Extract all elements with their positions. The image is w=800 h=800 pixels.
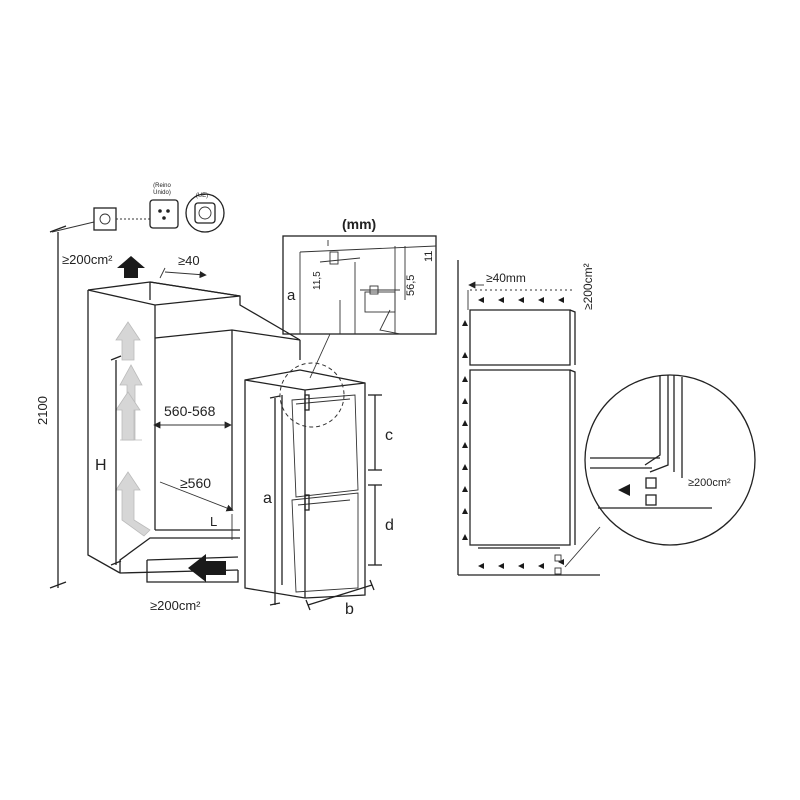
side-vent-label: ≥200cm² xyxy=(581,263,595,310)
lower-door-label: d xyxy=(385,517,394,534)
vent-top-arrow xyxy=(117,256,145,278)
door-width-label: b xyxy=(345,601,354,618)
airflow-arrows-bottom xyxy=(478,559,564,569)
socket-uk-icon: (Reino Unido) xyxy=(149,183,179,229)
side-section-view: ≥40mm ≥200cm² xyxy=(457,260,601,576)
airflow-arrows-side xyxy=(462,320,468,540)
dim-2100-label: 2100 xyxy=(35,396,50,425)
hinge-detail: (mm) a 11,5 56,5 11 xyxy=(282,216,437,379)
socket-eu-icon: (UE) xyxy=(185,193,225,233)
niche-depth-label: ≥560 xyxy=(180,475,211,491)
socket-eu-label: (UE) xyxy=(196,193,208,199)
vent-top-label: ≥200cm² xyxy=(62,252,113,267)
appliance-front-view: a c d b xyxy=(244,362,394,618)
detail-115-label: 11,5 xyxy=(312,271,323,290)
niche-cabinet: 2100 ≥200cm² ≥40 H xyxy=(35,225,301,613)
socket-uk-label-2: Unido) xyxy=(153,190,171,196)
gap-top-label: ≥40 xyxy=(178,253,200,268)
side-gap-label: ≥40mm xyxy=(486,271,526,285)
detail-a-label: a xyxy=(287,287,296,304)
niche-height-label: H xyxy=(95,457,107,474)
zoom-detail-circle: ≥200cm² xyxy=(584,374,756,546)
detail-565-label: 56,5 xyxy=(405,275,417,296)
mm-label: (mm) xyxy=(342,216,376,232)
zoom-vent-label: ≥200cm² xyxy=(688,477,731,489)
airflow-arrows-top xyxy=(478,297,564,303)
vent-bottom-arrow xyxy=(188,554,226,582)
socket-uk-label-1: (Reino xyxy=(153,183,171,189)
niche-width-label: 560-568 xyxy=(164,403,216,419)
plinth-l-label: L xyxy=(210,514,217,529)
unit-height-label: a xyxy=(263,490,272,507)
detail-11-label: 11 xyxy=(423,251,435,262)
upper-door-label: c xyxy=(385,427,393,444)
vent-bottom-label: ≥200cm² xyxy=(150,598,201,613)
airflow-arrows-grey xyxy=(115,321,151,537)
wall-socket-icon xyxy=(51,207,150,233)
